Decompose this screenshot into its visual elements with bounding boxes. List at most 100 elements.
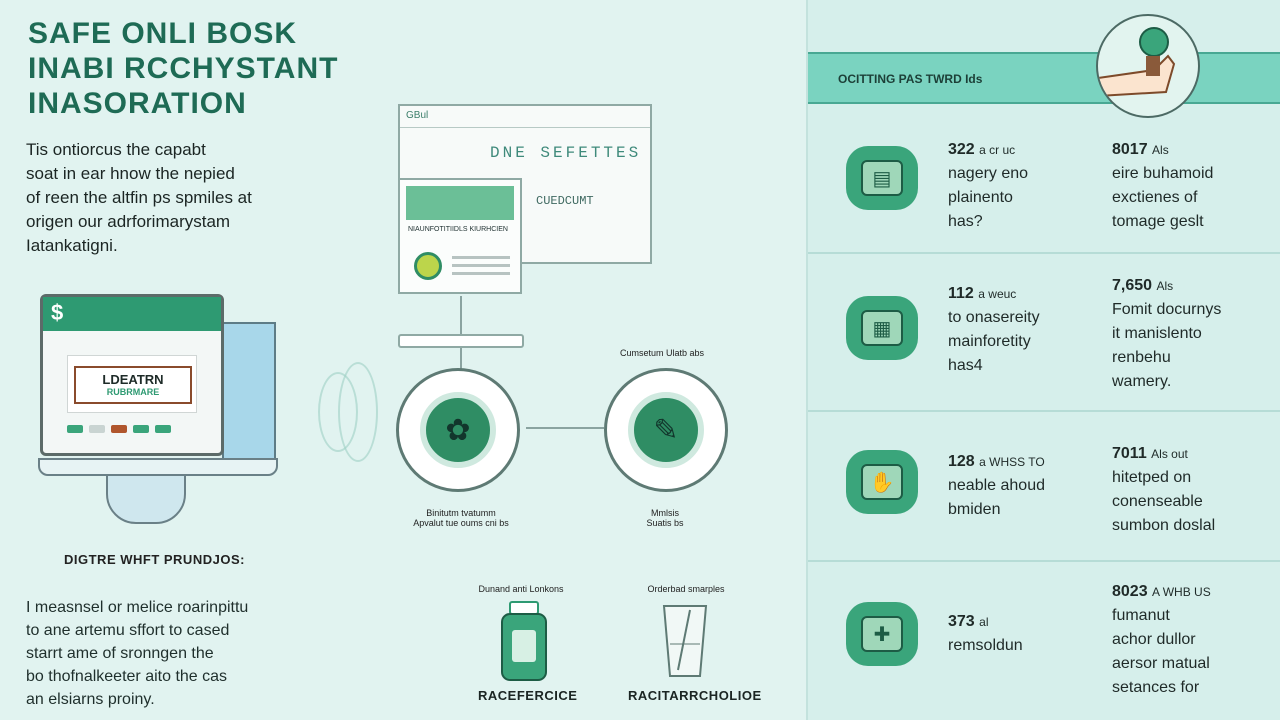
dollar-icon: $ (43, 297, 221, 331)
stat-line: it manislento (1112, 325, 1202, 342)
page-title: SAFE ONLI BOSK INABI RCCHYSTANT INASORAT… (28, 16, 338, 121)
card-caption: NIAUNFOTITIIDLS KIURHCIEN (408, 226, 508, 233)
glass-label: RACITARRCHOLIOE (628, 688, 762, 703)
stat-line: hitetped on (1112, 469, 1192, 486)
stat-line: remsoldun (948, 637, 1023, 654)
title-line-3: INASORATION (28, 87, 247, 120)
title-line-1: SAFE ONLI BOSK (28, 17, 298, 50)
caption-line: Suatis bs (646, 518, 684, 528)
stat-right: 7011 Als out hitetped on conenseable sum… (1112, 442, 1215, 538)
bottom-line: bo thofnalkeeter aito the cas (26, 668, 228, 685)
stat-number: 112 (948, 285, 974, 302)
connector-line (460, 296, 462, 334)
browser-heading: DNE SEFETTES (490, 144, 642, 162)
stat-line: setances for (1112, 679, 1200, 696)
stat-line: nagery eno (948, 165, 1029, 182)
stat-left: 112 a weuc to onasereity mainforetity ha… (948, 282, 1040, 378)
dot (67, 425, 83, 433)
monitor-illustration: $ LDEATRN RUBRMARE (40, 294, 224, 456)
jar-caption: Dunand anti Lonkons (478, 584, 564, 594)
jar-label: RACEFERCICE (478, 688, 578, 703)
stat-line: achor dullor (1112, 631, 1196, 648)
stat-left: 322 a cr uc nagery eno plainento has? (948, 138, 1028, 234)
browser-card: NIAUNFOTITIIDLS KIURHCIEN (398, 178, 522, 294)
stat-left: 373 al remsoldun (948, 610, 1023, 658)
stat-line: neable ahoud (948, 477, 1045, 494)
caption-line: Binitutm tvatumm (426, 508, 496, 518)
section-subhead: DIGTRE WHFT PRUNDJOS: (64, 552, 245, 567)
card-banner (406, 186, 514, 220)
circle-badge-right: ✎ (604, 368, 728, 492)
infographic-left-panel: SAFE ONLI BOSK INABI RCCHYSTANT INASORAT… (26, 16, 762, 711)
caption-line: Mmlsis (651, 508, 679, 518)
dot (111, 425, 127, 433)
tool-icon: ✎ (628, 392, 704, 468)
stat-line: mainforetity (948, 333, 1031, 350)
stat-unit: a weuc (978, 287, 1017, 301)
intro-line: of reen the altfin ps spmiles at (26, 188, 252, 207)
browser-subtext: CUEDCUMT (536, 194, 594, 208)
stat-line: Fomit docurnys (1112, 301, 1222, 318)
jar-icon (501, 601, 547, 681)
intro-line: Tis ontiorcus the capabt (26, 140, 206, 159)
stat-row: ▦ 112 a weuc to onasereity mainforetity … (808, 252, 1280, 410)
monitor-dots (67, 425, 171, 433)
connector-line (526, 427, 604, 429)
dot (89, 425, 105, 433)
stats-banner: OCITTING PAS TWRD Ids (808, 52, 1280, 104)
lock-icon (414, 252, 442, 280)
circle-right-caption: Mmlsis Suatis bs (630, 508, 700, 528)
stat-unit: Als (1152, 143, 1169, 157)
monitor-label-line: RUBRMARE (106, 387, 160, 397)
stat-row: ✚ 373 al remsoldun 8023 A WHB US fumanut… (808, 560, 1280, 720)
circle-left-caption: Binitutm tvatumm Apvalut tue oums cni bs (396, 508, 526, 528)
card-lines (452, 256, 510, 280)
circle-badge-left: ✿ (396, 368, 520, 492)
stat-number: 8023 (1112, 583, 1148, 600)
bottom-line: starrt ame of sronngen the (26, 645, 214, 662)
stat-line: plainento (948, 189, 1013, 206)
stat-row: ▤ 322 a cr uc nagery eno plainento has? … (808, 106, 1280, 252)
stat-line: has4 (948, 357, 983, 374)
intro-line: Iatankatigni. (26, 236, 118, 255)
stat-line: exctienes of (1112, 189, 1198, 206)
glass-icon (662, 605, 708, 677)
monitor-side-panel (222, 322, 276, 462)
monitor-label-line: LDEATRN (102, 372, 164, 387)
stat-number: 7011 (1112, 445, 1147, 462)
jar-caption: Orderbad smarples (647, 584, 725, 594)
stats-panel: OCITTING PAS TWRD Ids ▤ 322 a cr uc nage… (806, 0, 1280, 720)
stat-unit: Als (1156, 279, 1174, 293)
bottom-line: I measnsel or melice roarinpittu (26, 599, 249, 616)
shield-icon: ✚ (846, 602, 918, 666)
stat-line: bmiden (948, 501, 1001, 518)
monitor-stand (106, 474, 186, 524)
stat-left: 128 a WHSS TO neable ahoud bmiden (948, 450, 1045, 522)
stat-number: 128 (948, 453, 975, 470)
stat-line: wamery. (1112, 373, 1172, 390)
stat-right: 8017 Als eire buhamoid exctienes of toma… (1112, 138, 1213, 234)
stat-unit: Als out (1151, 447, 1188, 461)
stat-right: 7,650 Als Fomit docurnys it manislento r… (1112, 274, 1221, 394)
stat-number: 7,650 (1112, 277, 1153, 294)
banner-text: OCITTING PAS TWRD Ids (838, 72, 983, 86)
folder-icon: ▦ (846, 296, 918, 360)
stat-right: 8023 A WHB US fumanut achor dullor aerso… (1112, 580, 1211, 700)
stat-line: renbehu (1112, 349, 1171, 366)
stat-line: tomage geslt (1112, 213, 1204, 230)
tree-icon: ✿ (420, 392, 496, 468)
circle-top-caption: Cumsetum Ulatb abs (619, 348, 705, 358)
stat-unit: a cr uc (979, 143, 1016, 157)
connector-line (460, 348, 462, 374)
intro-line: soat in ear hnow the nepied (26, 164, 235, 183)
hands-icon: ✋ (846, 450, 918, 514)
glow-decoration (338, 362, 378, 462)
stat-line: sumbon doslal (1112, 517, 1216, 534)
stat-line: conenseable (1112, 493, 1203, 510)
stat-row: ✋ 128 a WHSS TO neable ahoud bmiden 7011… (808, 410, 1280, 560)
caption-line: Apvalut tue oums cni bs (413, 518, 509, 528)
bottom-paragraph: I measnsel or melice roarinpittu to ane … (26, 596, 326, 711)
dot (155, 425, 171, 433)
hand-icon (1096, 14, 1200, 118)
stat-line: to onasereity (948, 309, 1040, 326)
